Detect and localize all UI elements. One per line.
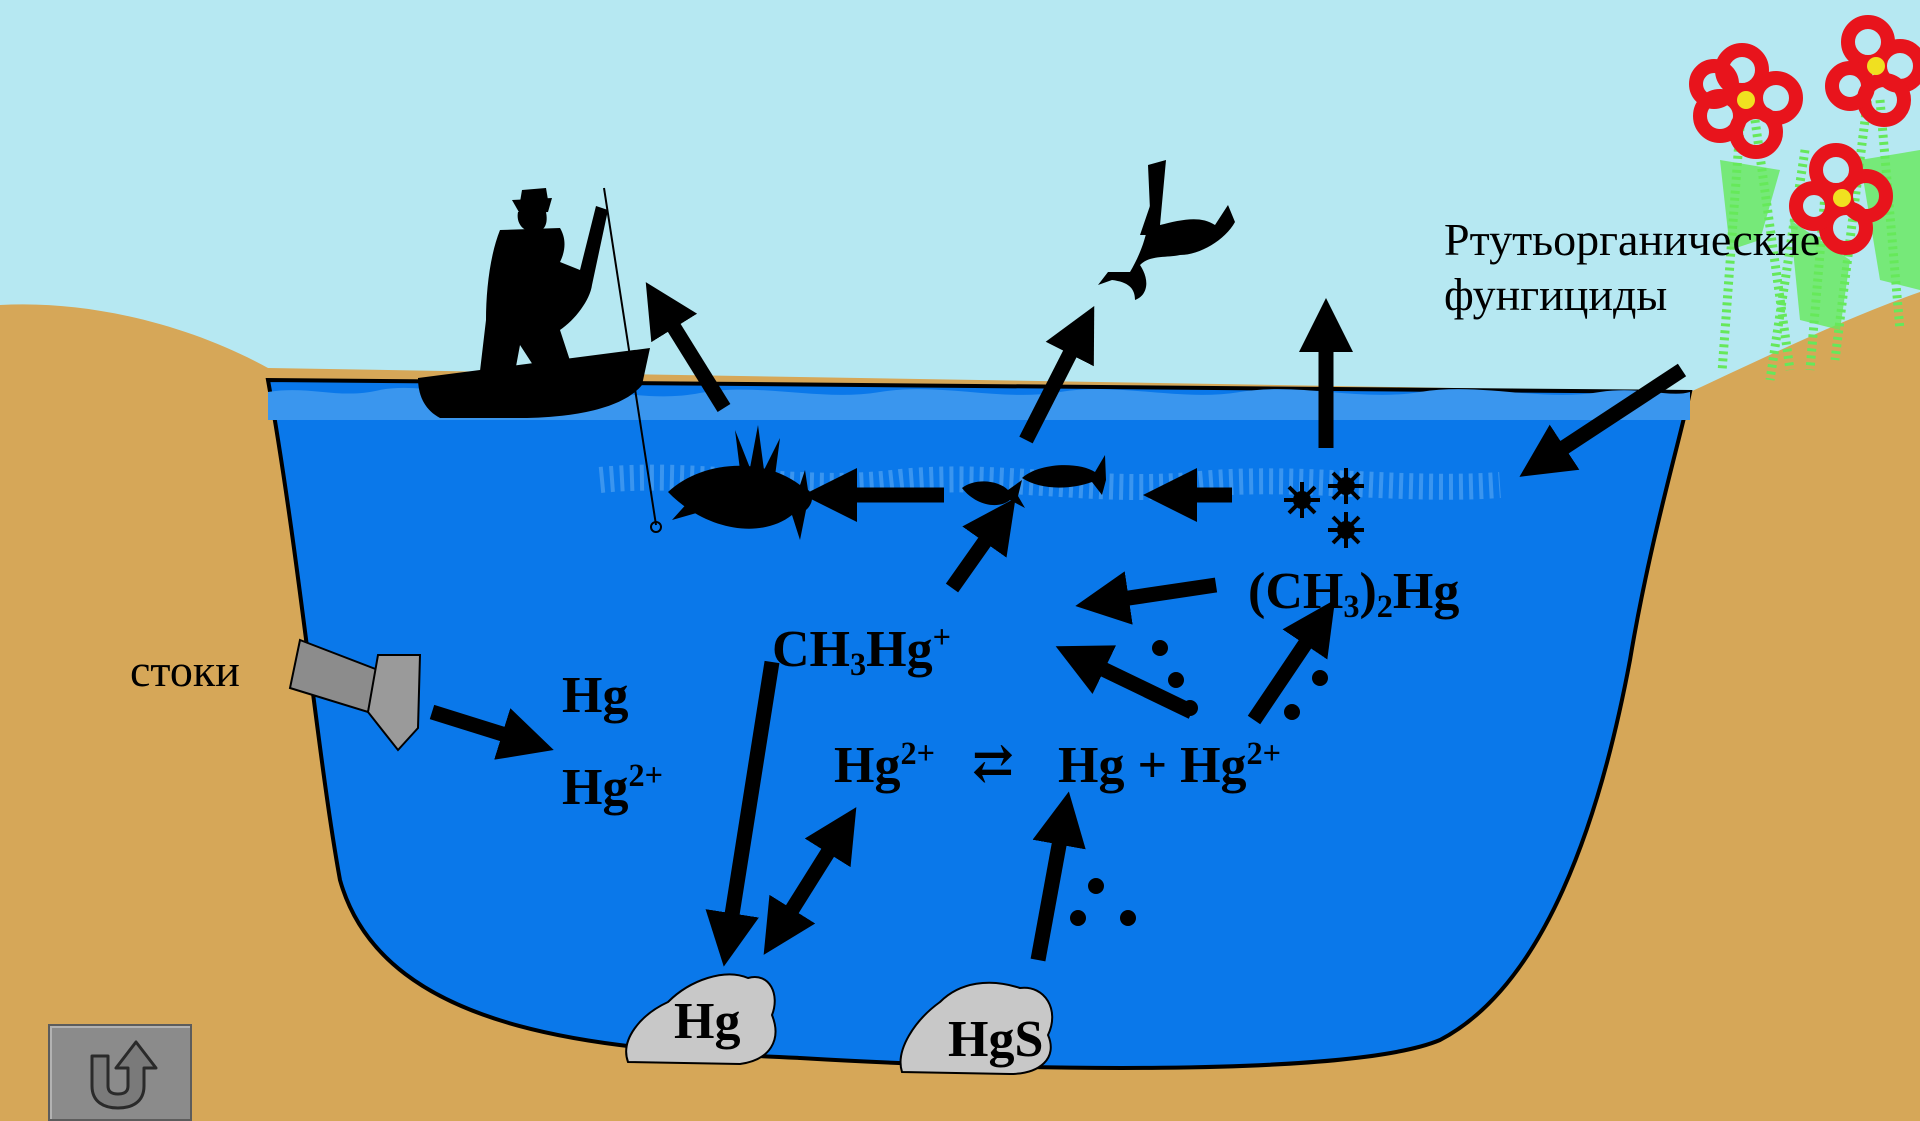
rock-hgs: [899, 981, 1054, 1076]
equilibrium-arrows: ⇄: [972, 735, 1014, 791]
bird-silhouette: [1098, 160, 1235, 300]
plankton: [1284, 468, 1364, 548]
arrow-sediment-hg2: [763, 807, 857, 955]
arrow-hg-to-dimethyl: [1247, 599, 1336, 725]
fishing-line: [603, 187, 657, 526]
back-button[interactable]: [48, 1024, 192, 1121]
equilibrium-right: Hg + Hg2+: [1058, 735, 1282, 794]
predator-fish: [668, 425, 813, 540]
dimethylmercury-label: (CH3)2Hg: [1248, 563, 1460, 625]
drain-pipe: [288, 638, 422, 752]
rock-hg: [625, 973, 777, 1066]
methylmercury-label: CH3Hg+: [772, 619, 951, 683]
arrow-hgs-to-hg: [1030, 791, 1086, 962]
arrow-fish-to-fisherman: [645, 282, 731, 412]
u-turn-up-arrow-icon: [90, 1040, 158, 1110]
arrow-runoff-to-hg: [429, 704, 554, 760]
hg2-label: Hg2+: [562, 757, 663, 816]
fungicides-label: Ртутьорганические фунгициды: [1444, 214, 1821, 321]
sediment-hg-label: Hg: [674, 993, 741, 1050]
flowers: [1689, 15, 1920, 381]
sediment-hgs-label: HgS: [948, 1011, 1044, 1068]
runoff-label: стоки: [130, 645, 240, 696]
arrow-smallfish-to-bird: [1019, 305, 1095, 444]
equilibrium-left: Hg2+: [834, 735, 935, 794]
process-arrows: [429, 282, 1687, 967]
arrow-methyl-to-sediment: [705, 660, 780, 967]
catalysis-dots: [1070, 640, 1328, 926]
small-fish: [962, 455, 1106, 508]
arrow-dimethyl-to-methyl: [1075, 571, 1218, 625]
water-body: [265, 377, 1693, 1070]
hg-label: Hg: [562, 667, 629, 724]
arrow-fungicides-to-water: [1519, 363, 1687, 477]
arrow-methyl-to-smallfish: [945, 497, 1016, 593]
arrow-hg-to-methyl: [1055, 645, 1196, 719]
fisherman-silhouette: [418, 188, 650, 418]
